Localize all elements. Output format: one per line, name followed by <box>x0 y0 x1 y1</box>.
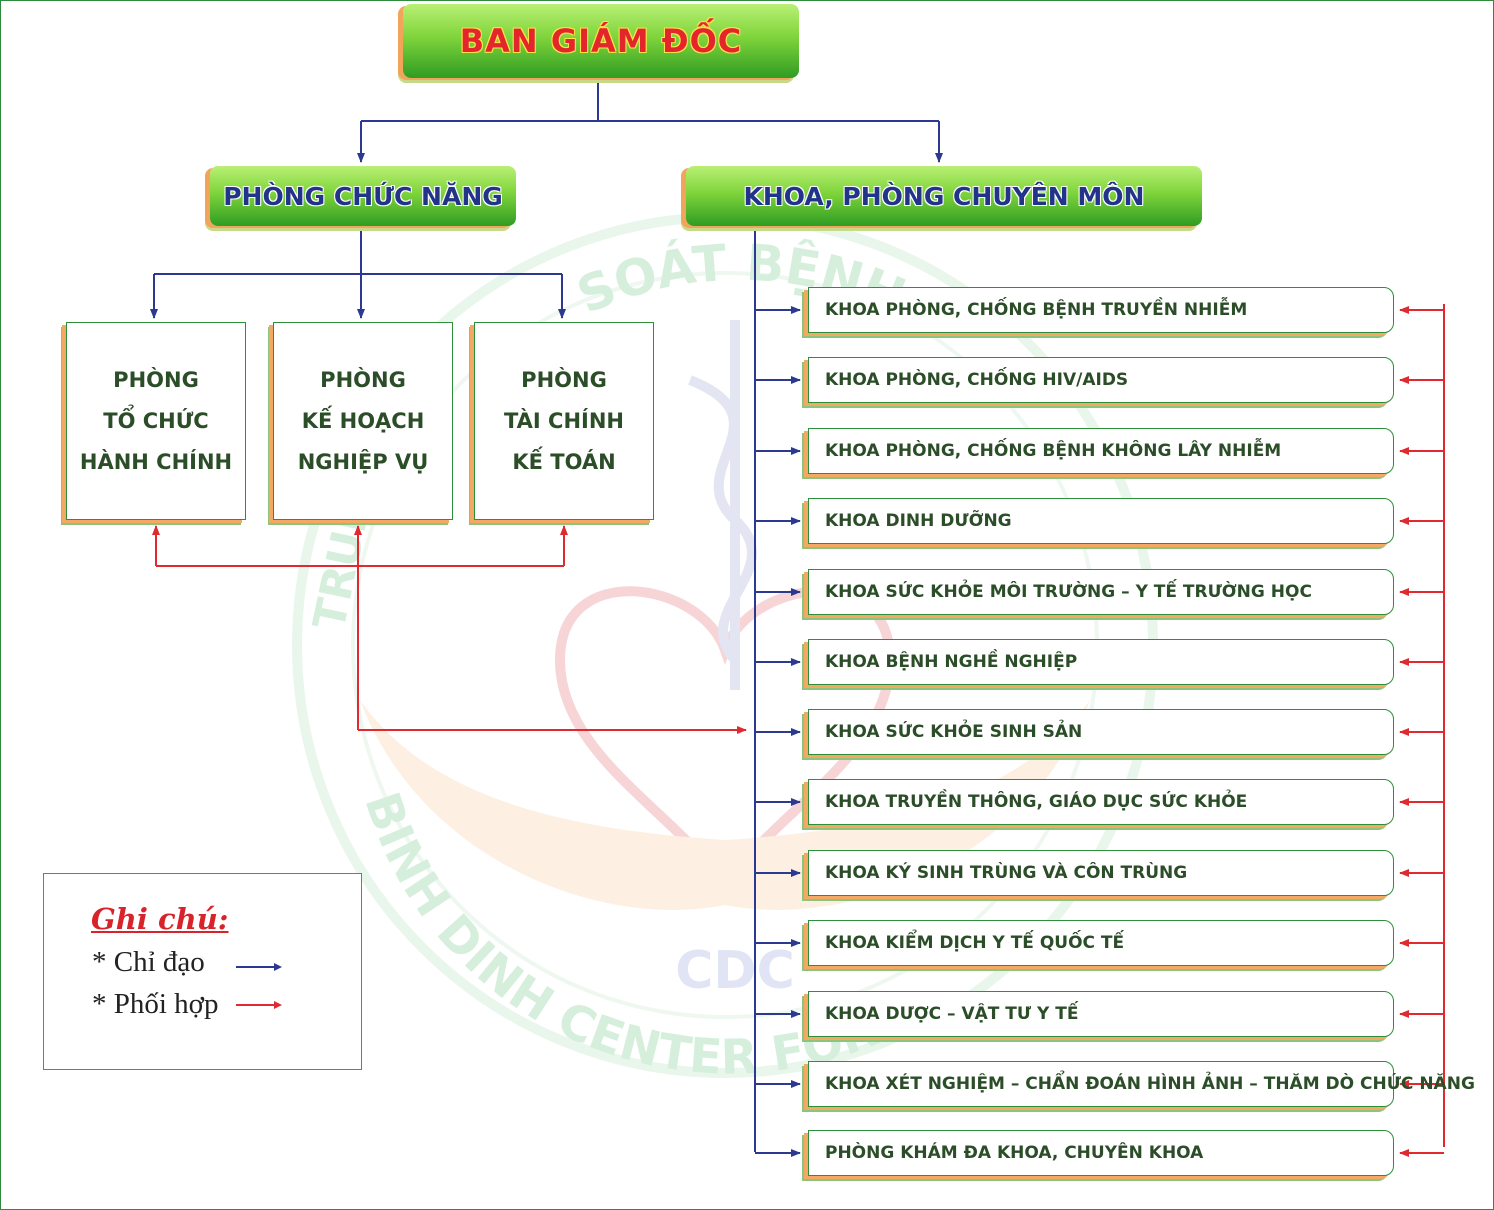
unit-label: KHOA TRUYỀN THÔNG, GIÁO DỤC SỨC KHỎE <box>825 792 1248 812</box>
dept-box-planning: PHÒNG KẾ HOẠCH NGHIỆP VỤ <box>273 322 453 520</box>
unit-box: KHOA DƯỢC – VẬT TƯ Y TẾ <box>808 991 1394 1037</box>
dept-line: PHÒNG <box>521 367 607 392</box>
unit-label: KHOA SỨC KHỎE SINH SẢN <box>825 722 1083 742</box>
unit-box: KHOA BỆNH NGHỀ NGHIỆP <box>808 639 1394 685</box>
unit-box: PHÒNG KHÁM ĐA KHOA, CHUYÊN KHOA <box>808 1130 1394 1176</box>
dept-box-finance: PHÒNG TÀI CHÍNH KẾ TOÁN <box>474 322 654 520</box>
dept-line: KẾ TOÁN <box>512 449 616 474</box>
unit-label: KHOA DƯỢC – VẬT TƯ Y TẾ <box>825 1004 1079 1024</box>
legend-direct-arrowhead <box>274 963 282 971</box>
unit-box: KHOA KIỂM DỊCH Y TẾ QUỐC TẾ <box>808 920 1394 966</box>
unit-label: KHOA KIỂM DỊCH Y TẾ QUỐC TẾ <box>825 933 1125 953</box>
unit-label: KHOA PHÒNG, CHỐNG HIV/AIDS <box>825 370 1129 390</box>
board-of-directors-box: BAN GIÁM ĐỐC <box>403 4 799 78</box>
unit-label: KHOA DINH DƯỠNG <box>825 511 1012 531</box>
unit-label: KHOA SỨC KHỎE MÔI TRƯỜNG – Y TẾ TRƯỜNG H… <box>825 582 1312 602</box>
dept-line: PHÒNG <box>113 367 199 392</box>
unit-box: KHOA PHÒNG, CHỐNG HIV/AIDS <box>808 357 1394 403</box>
legend-coordinate-label: * Phối hợp <box>92 988 219 1020</box>
unit-label: KHOA XÉT NGHIỆM – CHẨN ĐOÁN HÌNH ẢNH – T… <box>825 1074 1475 1094</box>
legend-coordinate-arrowhead <box>274 1001 282 1009</box>
unit-box: KHOA SỨC KHỎE MÔI TRƯỜNG – Y TẾ TRƯỜNG H… <box>808 569 1394 615</box>
unit-box: KHOA DINH DƯỠNG <box>808 498 1394 544</box>
legend-arrows <box>236 963 282 1009</box>
watermark-logo-text: CDC <box>675 941 795 1001</box>
unit-box: KHOA SỨC KHỎE SINH SẢN <box>808 709 1394 755</box>
unit-box: KHOA PHÒNG, CHỐNG BỆNH TRUYỀN NHIỄM <box>808 287 1394 333</box>
dept-line: KẾ HOẠCH <box>301 408 425 433</box>
unit-box: KHOA KÝ SINH TRÙNG VÀ CÔN TRÙNG <box>808 850 1394 896</box>
dept-line: TÀI CHÍNH <box>503 408 625 433</box>
legend-direct-label: * Chỉ đạo <box>92 946 205 978</box>
unit-label: KHOA PHÒNG, CHỐNG BỆNH TRUYỀN NHIỄM <box>825 300 1248 320</box>
unit-box: KHOA TRUYỀN THÔNG, GIÁO DỤC SỨC KHỎE <box>808 779 1394 825</box>
unit-label: KHOA PHÒNG, CHỐNG BỆNH KHÔNG LÂY NHIỄM <box>825 441 1282 461</box>
dept-line: NGHIỆP VỤ <box>297 449 429 474</box>
unit-box: KHOA XÉT NGHIỆM – CHẨN ĐOÁN HÌNH ẢNH – T… <box>808 1061 1475 1107</box>
dept-box-administration: PHÒNG TỔ CHỨC HÀNH CHÍNH <box>66 322 246 520</box>
dept-line: TỔ CHỨC <box>103 408 209 433</box>
unit-label: KHOA KÝ SINH TRÙNG VÀ CÔN TRÙNG <box>825 863 1188 883</box>
legend-box: Ghi chú: * Chỉ đạo * Phối hợp <box>43 873 362 1070</box>
unit-box: KHOA PHÒNG, CHỐNG BỆNH KHÔNG LÂY NHIỄM <box>808 428 1394 474</box>
legend-title: Ghi chú: <box>91 902 229 936</box>
specialized-units-header: KHOA, PHÒNG CHUYÊN MÔN <box>686 166 1202 226</box>
functional-departments-header: PHÒNG CHỨC NĂNG <box>210 166 516 226</box>
unit-label: KHOA BỆNH NGHỀ NGHIỆP <box>825 652 1078 672</box>
dept-line: PHÒNG <box>320 367 406 392</box>
dept-line: HÀNH CHÍNH <box>79 449 233 474</box>
unit-label: PHÒNG KHÁM ĐA KHOA, CHUYÊN KHOA <box>825 1143 1204 1163</box>
